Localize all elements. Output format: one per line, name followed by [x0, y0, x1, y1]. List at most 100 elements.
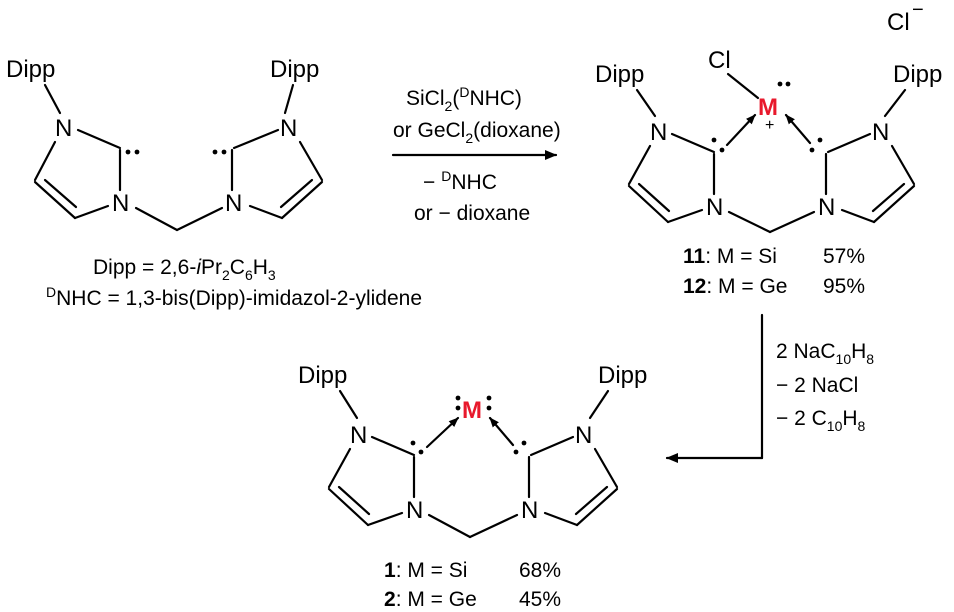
bond [726, 72, 760, 100]
reagent-line-2: or GeCl2(dioxane) [393, 119, 561, 146]
dipp-label: Dipp [595, 61, 644, 88]
metal-lone-pair [486, 405, 492, 411]
svg-text:Cl: Cl [887, 9, 910, 36]
bond [768, 210, 816, 234]
bond [427, 513, 472, 539]
metal-lone-pair [777, 81, 783, 87]
bond [872, 184, 916, 224]
reagent-line-1: SiCl2(DNHC) [406, 84, 522, 114]
byproduct-line-1: −DNHC [423, 168, 497, 194]
bond [627, 184, 670, 224]
bond [529, 435, 575, 457]
bond [840, 208, 876, 224]
bond [883, 88, 907, 118]
dipp-definition: Dipp = 2,6-iPr2C6H3 [93, 256, 276, 283]
carbene-lone-pair [809, 147, 815, 153]
bond [593, 447, 619, 489]
bond [727, 210, 772, 234]
bond [338, 389, 359, 420]
bond [43, 83, 62, 115]
carbene-lone-pair [410, 440, 416, 446]
metal-center: M [462, 397, 482, 424]
carbene-lone-pair [212, 149, 218, 155]
nitrogen-atom: N [55, 115, 72, 142]
bond [134, 206, 179, 232]
nitrogen-atom: N [650, 119, 667, 146]
dative-bond [425, 416, 460, 449]
byproduct-naphthalene: − 2 C10H8 [776, 407, 866, 434]
nitrogen-atom: N [350, 422, 367, 449]
dipp-label: Dipp [6, 56, 55, 83]
nitrogen-atom: N [872, 119, 889, 146]
bond [248, 204, 284, 220]
dipp-label: Dipp [598, 362, 647, 389]
double-bond [574, 485, 609, 516]
byproduct-nacl: − 2 NaCl [776, 374, 858, 397]
nitrogen-atom: N [406, 497, 423, 524]
bond [327, 447, 352, 489]
bond [826, 132, 872, 154]
carbene-lone-pair [521, 440, 527, 446]
nitrogen-atom: N [280, 115, 297, 142]
bond [283, 83, 295, 115]
bond [588, 389, 610, 420]
bond [635, 88, 657, 118]
carbene-lone-pair [418, 449, 424, 455]
bond [670, 132, 716, 154]
carbene-lone-pair [221, 149, 227, 155]
dipp-label: Dipp [270, 56, 319, 83]
bond [370, 435, 416, 457]
nitrogen-atom: N [112, 190, 129, 217]
bond [627, 144, 652, 186]
carbene-lone-pair [134, 149, 140, 155]
bond [666, 208, 704, 224]
double-bond [43, 178, 78, 209]
bond [232, 128, 280, 150]
double-bond [279, 178, 314, 209]
bond [73, 204, 110, 220]
reaction-arrow-1: SiCl2(DNHC) or GeCl2(dioxane) −DNHC or −… [391, 84, 561, 225]
dipp-label: Dipp [893, 61, 942, 88]
byproduct-line-2: or − dioxane [414, 202, 530, 225]
bond [33, 140, 57, 182]
dative-bond [784, 113, 812, 145]
metal-lone-pair [455, 405, 461, 411]
metal-center: M [758, 94, 778, 121]
bond [76, 128, 122, 150]
nitrogen-atom: N [521, 497, 538, 524]
nitrogen-atom: N [706, 194, 723, 221]
reaction-arrow-2: 2 NaC10H8 − 2 NaCl − 2 C10H8 [665, 313, 874, 463]
positive-charge: + [765, 117, 774, 134]
bond [575, 487, 619, 527]
carbene-lone-pair [125, 149, 131, 155]
chloride-counterion: Cl − [887, 0, 924, 36]
carbene-lone-pair [719, 147, 725, 153]
bond [468, 513, 519, 539]
double-bond [871, 182, 906, 213]
dipp-label: Dipp [298, 362, 347, 389]
double-bond [337, 485, 371, 516]
chlorine-atom: Cl [708, 47, 731, 74]
metal-lone-pair [785, 81, 791, 87]
nitrogen-atom: N [818, 194, 835, 221]
bond [543, 511, 579, 527]
double-bond [637, 182, 671, 213]
dnhc-definition: DNHC = 1,3-bis(Dipp)-imidazol-2-ylidene [46, 284, 422, 310]
bond [298, 140, 324, 182]
bond [280, 180, 324, 220]
bond [175, 206, 224, 232]
dative-bond [725, 113, 757, 147]
starting-bis-nhc: Dipp Dipp N N N N [6, 56, 324, 232]
carbene-lone-pair [513, 449, 519, 455]
bond [33, 180, 77, 220]
nitrogen-atom: N [575, 422, 592, 449]
bond [366, 511, 404, 527]
metal-lone-pair [486, 395, 492, 401]
carbene-lone-pair [711, 137, 717, 143]
final-product-1-2: Dipp Dipp M N N N N [298, 362, 647, 539]
